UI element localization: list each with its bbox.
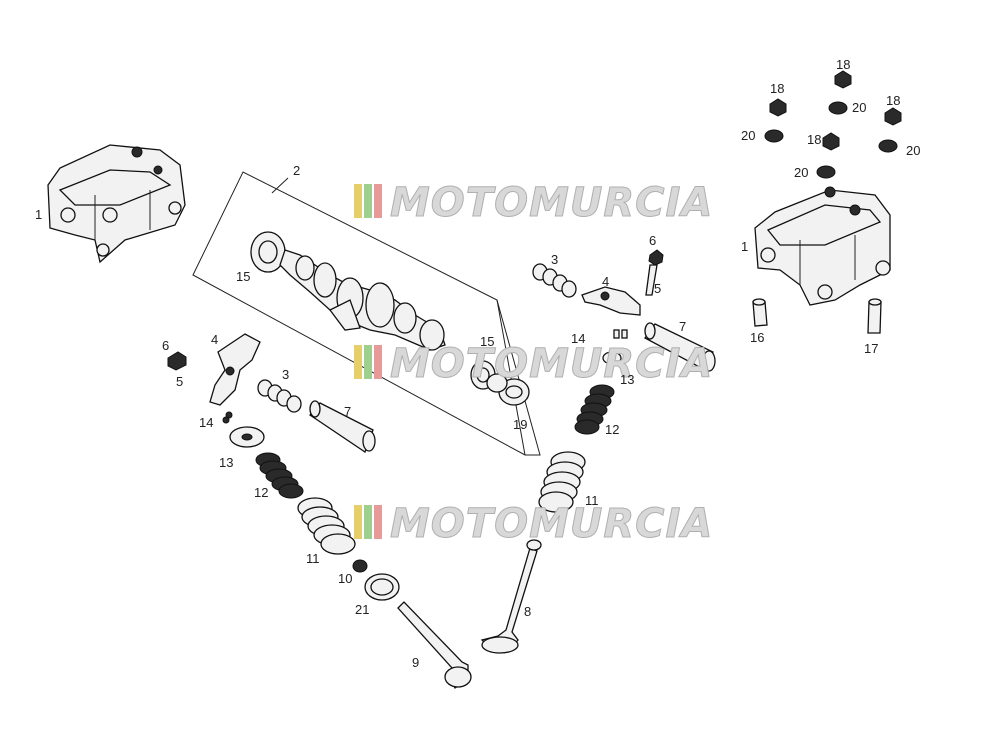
label-camshaft-assy: 2 (293, 163, 300, 178)
label-nut-6-left: 6 (162, 338, 169, 353)
label-nut-18-c: 18 (886, 93, 900, 108)
label-nut-18-a: 18 (836, 57, 850, 72)
seal-10 (352, 559, 368, 573)
ring-21 (364, 573, 400, 601)
label-washer-13-right: 13 (620, 372, 634, 387)
label-washer-20-b: 20 (741, 128, 755, 143)
label-nut-18-b: 18 (770, 81, 784, 96)
valve-guide-17 (867, 298, 882, 334)
label-guide-17: 17 (864, 341, 878, 356)
label-nut-6-right: 6 (649, 233, 656, 248)
label-cotter-14-left: 14 (199, 415, 213, 430)
camshaft (250, 231, 446, 351)
nut-18-middle (822, 132, 840, 151)
label-spring-12-left: 12 (254, 485, 268, 500)
label-intake-valve: 8 (524, 604, 531, 619)
pin-7-left (309, 400, 376, 454)
exhaust-valve-9 (397, 601, 472, 689)
nut-18-right (884, 107, 902, 126)
label-spring-3-left: 3 (282, 367, 289, 382)
watermark-middle: MOTOMURCIA (354, 341, 713, 388)
screw-5-right (645, 264, 658, 296)
svg-text:MOTOMURCIA: MOTOMURCIA (390, 341, 713, 387)
washer-20-bottom (816, 165, 836, 179)
label-pin-7-right: 7 (679, 319, 686, 334)
part-labels: 1 1 2 15 15 3 3 4 4 5 5 6 6 7 7 8 9 10 1… (35, 57, 920, 670)
label-screw-5-left: 5 (176, 374, 183, 389)
label-washer-20-c: 20 (906, 143, 920, 158)
label-washer-19: 19 (513, 417, 527, 432)
spring-12-left (255, 452, 304, 499)
cotter-14-left (222, 411, 233, 424)
spring-3-right (532, 263, 577, 298)
spring-11-right (538, 451, 586, 513)
label-spring-3-right: 3 (551, 252, 558, 267)
washer-13-right (602, 351, 622, 365)
washer-13-left (229, 426, 265, 448)
label-cam-bearing-right: 15 (480, 334, 494, 349)
label-washer-20-d: 20 (794, 165, 808, 180)
nut-6-left (167, 351, 187, 371)
label-screw-5-right: 5 (654, 281, 661, 296)
nut-18-top (834, 70, 852, 89)
intake-valve-8 (480, 539, 542, 654)
label-pin-7-left: 7 (344, 404, 351, 419)
label-rocker-4-left: 4 (211, 332, 218, 347)
label-washer-20-a: 20 (852, 100, 866, 115)
cylinder-head-right (754, 186, 891, 306)
valve-guide-16 (752, 298, 768, 327)
washer-20-left (764, 129, 784, 143)
washer-20-top (828, 101, 848, 115)
spring-12-right (574, 384, 615, 435)
rocker-arm-4-left (209, 333, 261, 406)
washer-19 (486, 373, 530, 406)
watermark-bottom: MOTOMURCIA (354, 501, 713, 548)
svg-text:MOTOMURCIA: MOTOMURCIA (390, 501, 713, 547)
spring-3-left (257, 379, 302, 413)
rocker-arm-4-right (581, 286, 641, 316)
label-ring-21: 21 (355, 602, 369, 617)
svg-text:MOTOMURCIA: MOTOMURCIA (390, 180, 713, 226)
label-cam-bearing-left: 15 (236, 269, 250, 284)
nut-18-left (769, 98, 787, 117)
cotter-14-right (613, 329, 628, 339)
label-exhaust-valve: 9 (412, 655, 419, 670)
label-guide-16: 16 (750, 330, 764, 345)
pin-7-right (644, 322, 716, 372)
cylinder-head-left (47, 144, 186, 264)
spring-11-left (297, 497, 356, 555)
label-spring-11-left: 11 (306, 551, 320, 566)
label-rocker-4-right: 4 (602, 274, 609, 289)
label-cyl-head-right: 1 (741, 239, 748, 254)
label-spring-12-right: 12 (605, 422, 619, 437)
label-cyl-head-left: 1 (35, 207, 42, 222)
nut-6-right (648, 249, 664, 266)
label-cotter-14-right: 14 (571, 331, 585, 346)
watermark-top: MOTOMURCIA (354, 180, 713, 227)
label-seal-10: 10 (338, 571, 352, 586)
washer-20-right (878, 139, 898, 153)
camshaft-assembly-frame (192, 171, 541, 456)
label-washer-13-left: 13 (219, 455, 233, 470)
label-spring-11-right: 11 (585, 493, 599, 508)
label-nut-18-d: 18 (807, 132, 821, 147)
